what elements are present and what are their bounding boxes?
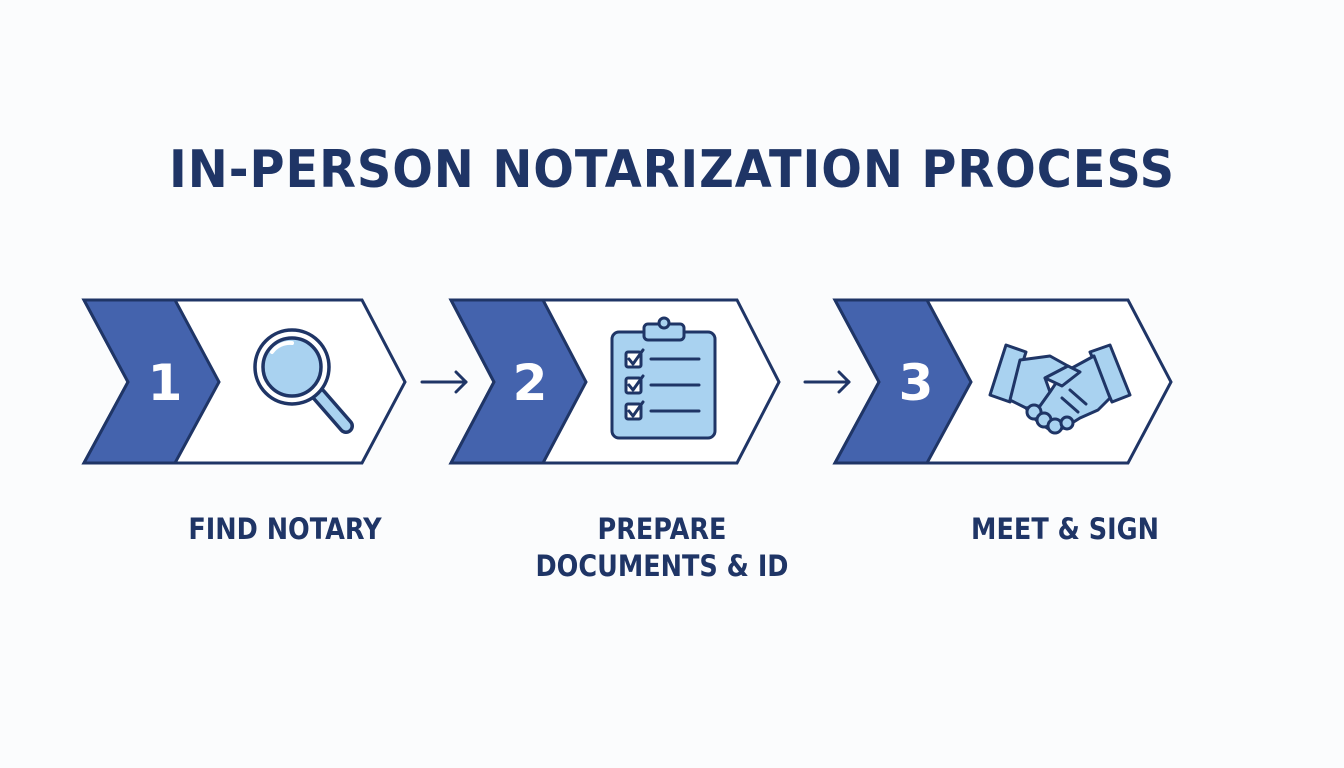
step-3-chevron: 3 [832,298,1173,465]
step-2-number-tab [448,298,588,465]
step-3-label: MEET & SIGN [971,512,1159,546]
handshake-icon [988,343,1132,435]
arrow-icon [420,370,468,394]
clipboard-checklist-icon [610,316,717,440]
step-1-number: 1 [148,354,183,412]
magnifying-glass-icon [253,328,354,434]
step-1-label: FIND NOTARY [188,512,382,546]
step-2-number: 2 [513,354,548,412]
step-2-chevron: 2 [448,298,781,465]
step-3-number: 3 [899,354,934,412]
page-title: IN-PERSON NOTARIZATION PROCESS [169,140,1175,200]
step-1-number-tab [81,298,221,465]
step-3-number-tab [832,298,973,465]
arrow-icon [803,370,851,394]
step-1-chevron: 1 [81,298,407,465]
